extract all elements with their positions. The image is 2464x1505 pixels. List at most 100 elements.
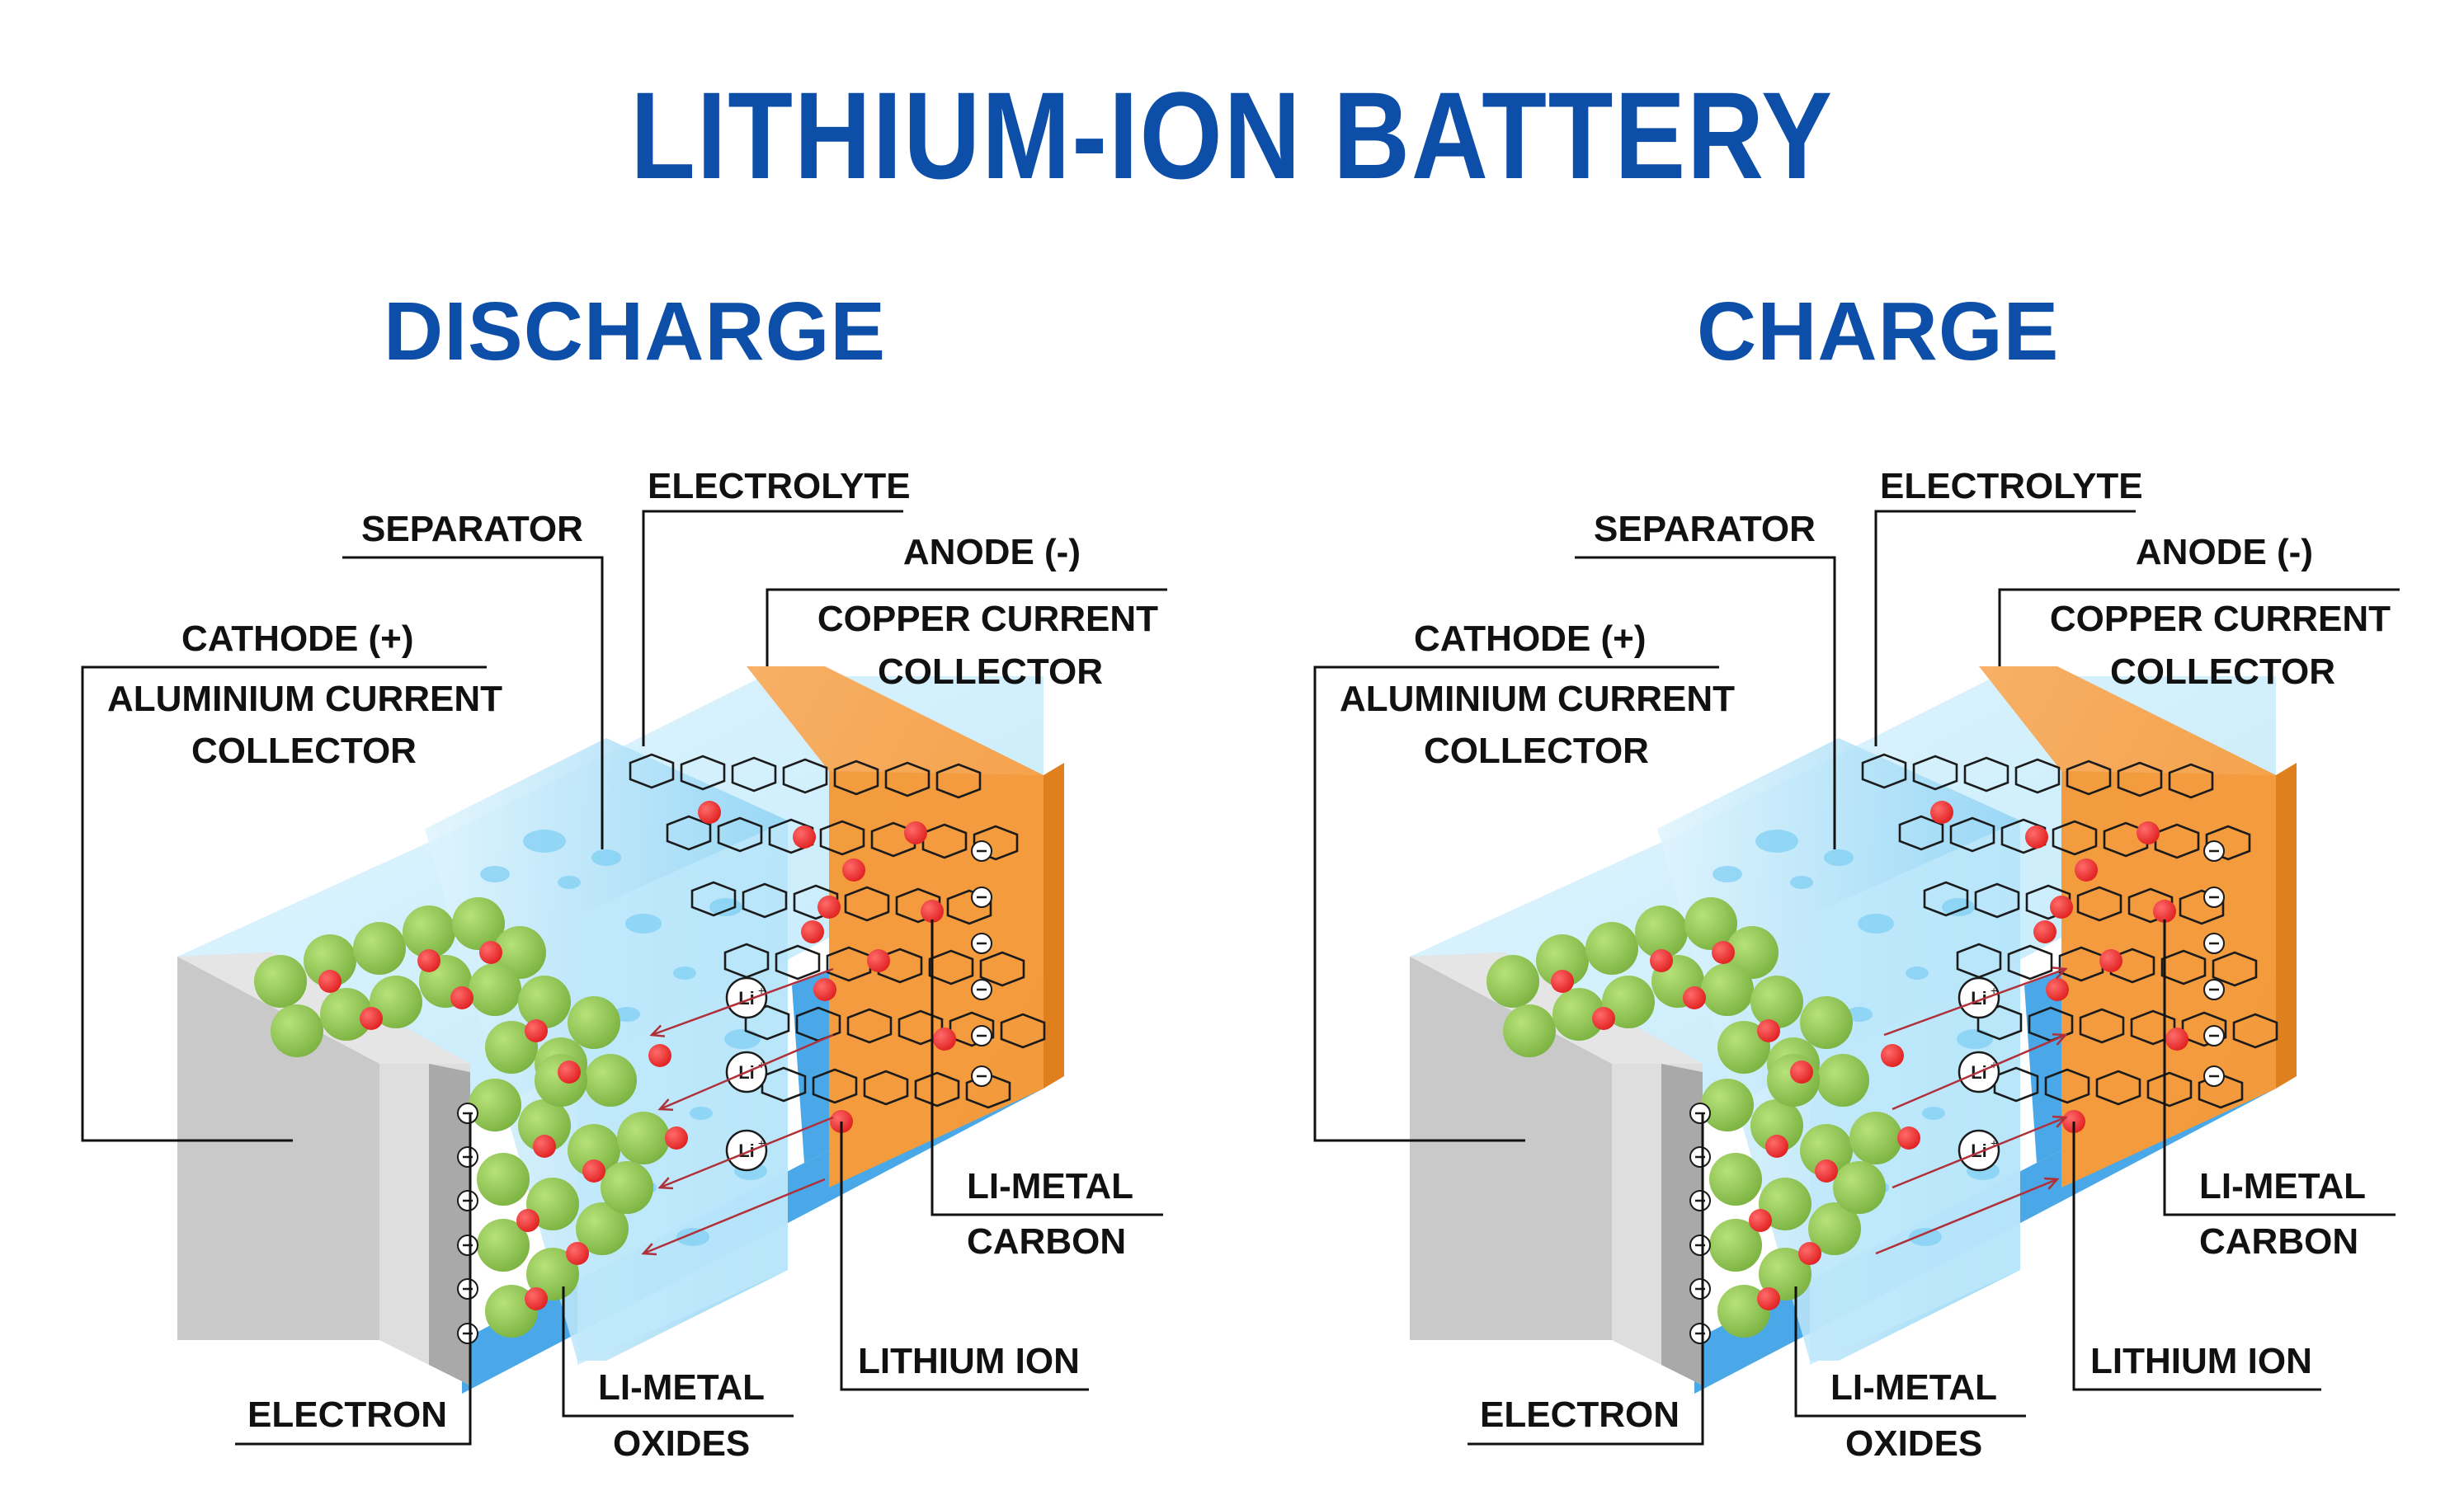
label-aluminium-collector: COLLECTOR — [191, 731, 417, 771]
minus-circle-icon — [971, 933, 992, 954]
graphite-hexagon — [973, 825, 1019, 861]
li-metal-oxide-particle — [526, 1248, 579, 1300]
copper-collector-edge — [2276, 763, 2297, 1089]
lithium-ion-dot — [665, 1126, 688, 1150]
graphite-hexagon — [2146, 1071, 2193, 1108]
minus-circle-icon — [457, 1190, 478, 1211]
separator-pore — [1824, 849, 1854, 866]
charge-heading: CHARGE — [1697, 285, 2060, 378]
minus-circle-icon — [971, 979, 992, 1000]
label-electron: ELECTRON — [247, 1394, 447, 1435]
lithium-ion-dot — [318, 970, 342, 993]
graphite-hexagon — [2117, 761, 2163, 797]
lithium-ion-dot — [921, 900, 944, 923]
lithium-ions — [1551, 801, 2188, 1310]
li-metal-oxide-particle — [601, 1161, 653, 1214]
ion-symbol: Li — [738, 1141, 755, 1161]
ion-symbol: Li — [1971, 988, 1987, 1009]
lithium-ion-dot — [525, 1287, 548, 1310]
lithium-ion-dot — [1798, 1242, 1821, 1265]
label-cathode: CATHODE (+) — [181, 618, 414, 659]
li-metal-oxide-particle — [568, 996, 620, 1049]
graphite-hexagon — [1000, 1013, 1046, 1049]
svg-text:+: + — [758, 1136, 765, 1150]
lithium-ion-dot — [479, 941, 502, 964]
lithium-ion-dot — [842, 858, 865, 882]
li-metal-oxide-particle — [1536, 934, 1589, 987]
lithium-ion-dot — [1650, 949, 1673, 972]
li-metal-oxide-particle — [1816, 1054, 1869, 1107]
ion-arrowhead — [657, 1098, 674, 1111]
li-metal-oxide-particle — [1585, 922, 1638, 975]
graphite-hexagon — [1898, 815, 1944, 851]
separator-pore — [523, 830, 566, 853]
ion-arrow — [643, 1178, 826, 1255]
separator-pore — [1909, 1228, 1942, 1246]
minus-circle-icon — [2203, 1065, 2225, 1087]
ion-arrowhead — [2052, 1033, 2068, 1046]
li-metal-oxide-particle — [403, 905, 455, 958]
label-aluminium-current: ALUMINIUM CURRENT — [1340, 679, 1735, 719]
ion-arrow — [651, 967, 834, 1037]
minus-circle-icon — [2203, 979, 2225, 1000]
li-metal-oxide-particle — [271, 1004, 323, 1057]
graphite-hexagon — [846, 1008, 893, 1044]
leader-line — [840, 1122, 1089, 1391]
ion-arrow — [1892, 1033, 2066, 1111]
lithium-ion-dot — [813, 978, 836, 1001]
minus-circle-icon — [971, 1065, 992, 1087]
lithium-ion-dot — [698, 801, 721, 824]
li-metal-oxide-particle — [1849, 1112, 1902, 1164]
lithium-ions — [318, 801, 956, 1310]
li-metal-oxide-particle — [477, 1219, 530, 1272]
graphite-hexagon — [2198, 1073, 2244, 1109]
lithium-ion-dot — [2099, 949, 2122, 972]
graphite-hexagon — [2052, 820, 2098, 856]
copper-collector-front — [2061, 771, 2276, 1188]
page-title: LITHIUM-ION BATTERY — [630, 66, 1834, 205]
copper-collector-edge — [1044, 763, 1064, 1089]
separator-pore — [1713, 866, 1742, 882]
li-metal-oxide-particle — [1709, 1153, 1762, 1206]
graphite-hexagon — [1949, 816, 1995, 853]
label-li-metal-oxides-2: OXIDES — [613, 1423, 750, 1464]
li-plus-circle-icon: Li+ — [1958, 1129, 2000, 1172]
graphite-hexagon — [884, 761, 930, 797]
graphite-hexagon — [793, 884, 839, 920]
electrons — [1689, 840, 2225, 1344]
label-copper-current: COPPER CURRENT — [2050, 599, 2391, 639]
separator-pore — [1755, 830, 1798, 853]
label-anode: ANODE (-) — [903, 532, 1081, 572]
label-electron: ELECTRON — [1480, 1394, 1680, 1435]
label-li-metal-oxides-1: LI-METAL — [598, 1367, 765, 1408]
li-plus-circle-icon: Li+ — [725, 1129, 768, 1172]
li-metal-oxide-particle — [518, 1099, 571, 1152]
li-metal-oxide-particle — [576, 1202, 629, 1255]
graphite-hexagon — [2044, 1068, 2090, 1104]
leader-line — [81, 665, 487, 1142]
graphite-hexagon — [2232, 1013, 2278, 1049]
li-metal-oxide-particle — [1767, 1054, 1820, 1107]
graphite-hexagon — [2007, 944, 2053, 981]
minus-circle-icon — [1689, 1190, 1711, 1211]
minus-circle-icon — [2203, 933, 2225, 954]
leader-line — [1998, 588, 2400, 666]
lithium-ion-dot — [904, 821, 927, 844]
graphite-hexagon — [1912, 755, 1958, 791]
ion-flow-arrows — [641, 967, 834, 1256]
li-metal-oxide-particle — [617, 1112, 670, 1164]
graphite-hexagon — [2212, 951, 2258, 987]
li-plus-circle-icon: Li+ — [1958, 976, 2000, 1019]
li-metal-oxide-particle — [320, 988, 373, 1041]
minus-circle-icon — [1689, 1278, 1711, 1300]
label-lithium-ion: LITHIUM ION — [2090, 1341, 2312, 1381]
ion-arrow — [1875, 1178, 2058, 1255]
minus-circle-icon — [457, 1103, 478, 1124]
label-aluminium-collector: COLLECTOR — [1424, 731, 1649, 771]
li-metal-oxide-particle — [584, 1054, 637, 1107]
separator-pore — [1846, 1007, 1873, 1022]
